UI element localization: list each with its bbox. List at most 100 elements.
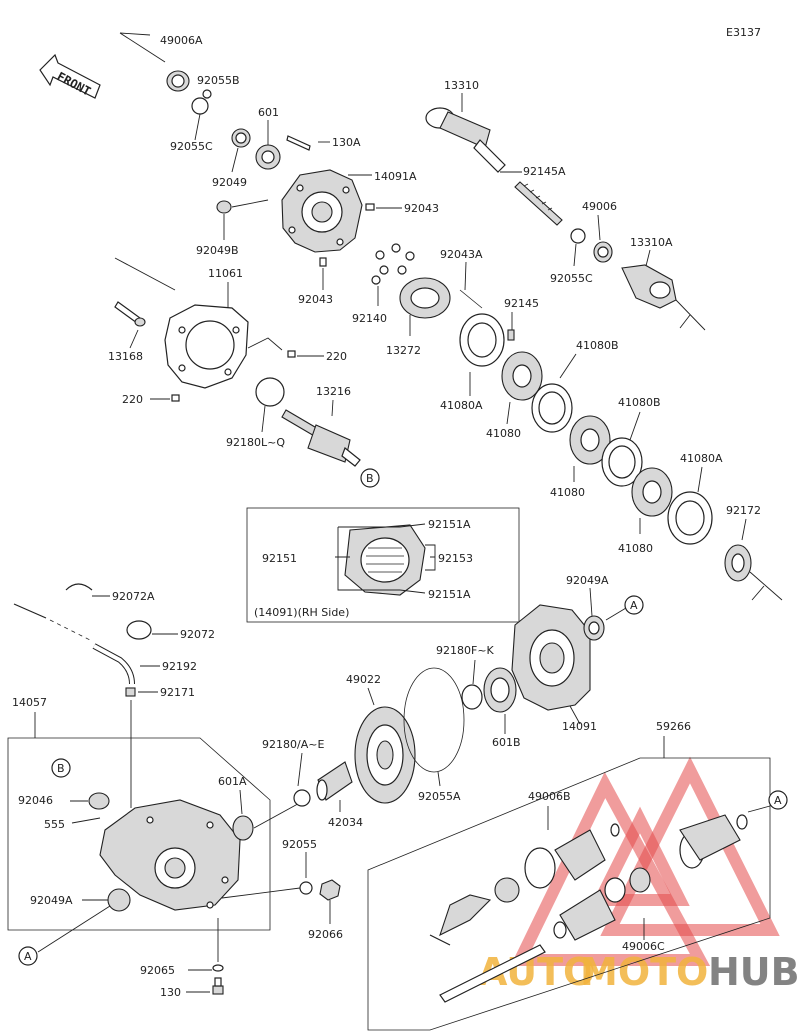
washer-92065[interactable]	[212, 964, 224, 972]
gasket-11061[interactable]	[164, 304, 249, 389]
spline-42034[interactable]	[316, 761, 353, 801]
label-92172: 92172	[726, 504, 761, 517]
seal-49006[interactable]	[593, 241, 613, 263]
o-ring-92180LQ[interactable]	[255, 377, 285, 407]
housing-group-frame	[7, 737, 271, 931]
bearing-601[interactable]	[255, 144, 281, 170]
label-92151: 92151	[262, 552, 297, 565]
bearing-92049[interactable]	[231, 128, 251, 148]
axle-group-frame	[367, 757, 771, 1031]
label-92153: 92153	[438, 552, 473, 565]
label-13310A: 13310A	[630, 236, 673, 249]
plug-220-b[interactable]	[171, 394, 180, 402]
label-92043-b: 92043	[298, 293, 333, 306]
balls-92140[interactable]	[371, 243, 415, 285]
plate-41080A-b[interactable]	[667, 491, 713, 545]
watermark-hub: HUB	[708, 950, 800, 994]
label-13310: 13310	[444, 79, 479, 92]
label-49022: 49022	[346, 673, 381, 686]
bearing-92046[interactable]	[88, 792, 110, 810]
label-14091A: 14091A	[374, 170, 417, 183]
clamp-92072A[interactable]	[65, 583, 93, 591]
plate-41080A-a[interactable]	[459, 313, 505, 367]
callout-b-shaft	[360, 468, 380, 488]
label-13272: 13272	[386, 344, 421, 357]
clamp-92072[interactable]	[126, 620, 152, 640]
seal-92049A-housing[interactable]	[107, 888, 131, 912]
plug-92066[interactable]	[319, 879, 341, 901]
disc-41080-c[interactable]	[631, 467, 673, 517]
label-49006C: 49006C	[622, 940, 665, 953]
pinion-gear-13216[interactable]	[281, 409, 361, 467]
label-92180FK: 92180F~K	[436, 644, 495, 657]
label-92043A: 92043A	[440, 248, 483, 261]
label-92049B: 92049B	[196, 244, 239, 257]
plate-41080B-b[interactable]	[601, 437, 643, 487]
label-601B: 601B	[492, 736, 521, 749]
o-ring-92055C-b[interactable]	[570, 228, 586, 244]
shim-92180AE[interactable]	[293, 789, 311, 807]
hose-92192[interactable]	[13, 603, 135, 685]
label-130A: 130A	[332, 136, 361, 149]
plate-41080B-a[interactable]	[531, 383, 573, 433]
dowel-92043-b[interactable]	[319, 257, 327, 267]
bolt-130A[interactable]	[286, 135, 311, 151]
plate-13272[interactable]	[399, 277, 451, 319]
spring-92145A[interactable]	[514, 181, 563, 226]
label-92072: 92072	[180, 628, 215, 641]
fitting-92171[interactable]	[125, 687, 136, 697]
cover-14091A[interactable]	[281, 169, 363, 253]
callout-b-shaft-label: B	[366, 472, 374, 485]
seal-92172[interactable]	[724, 544, 752, 582]
callout-b-housing-label: B	[57, 762, 65, 775]
shaft-13168[interactable]	[114, 301, 146, 327]
housing-14057[interactable]	[99, 799, 241, 911]
label-41080-a: 41080	[486, 427, 521, 440]
seal-92049A[interactable]	[583, 615, 605, 641]
label-41080-b: 41080	[550, 486, 585, 499]
label-92145A: 92145A	[523, 165, 566, 178]
label-92140: 92140	[352, 312, 387, 325]
bearing-601B[interactable]	[483, 667, 517, 713]
plug-220-a[interactable]	[287, 350, 296, 358]
joint-13310A[interactable]	[621, 264, 677, 309]
label-14091: 14091	[562, 720, 597, 733]
joint-13310[interactable]	[425, 107, 506, 173]
label-601A: 601A	[218, 775, 247, 788]
o-ring-92055B[interactable]	[202, 89, 212, 99]
label-49006A: 49006A	[160, 34, 203, 47]
disc-41080-a[interactable]	[501, 351, 543, 401]
label-92055C: 92055C	[170, 140, 213, 153]
dowel-92043-a[interactable]	[365, 203, 375, 211]
seal-92049B[interactable]	[216, 200, 232, 214]
o-ring-92055C[interactable]	[191, 97, 209, 115]
axle-59266[interactable]	[429, 814, 748, 1003]
label-92046: 92046	[18, 794, 53, 807]
ring-gear-49022[interactable]	[354, 706, 416, 804]
callout-a-housing-label: A	[24, 950, 32, 963]
label-92055: 92055	[282, 838, 317, 851]
label-92180LQ: 92180L~Q	[226, 436, 285, 449]
pin-92043A[interactable]	[459, 289, 483, 309]
case-14091[interactable]	[511, 604, 591, 711]
shim-92180FK[interactable]	[461, 684, 483, 710]
label-130: 130	[160, 986, 181, 999]
label-49006: 49006	[582, 200, 617, 213]
oil-seal-49006A[interactable]	[166, 70, 190, 92]
bearing-601A[interactable]	[232, 815, 254, 841]
callout-a-axle	[768, 790, 788, 810]
spring-92145[interactable]	[507, 329, 515, 341]
label-41080-c: 41080	[618, 542, 653, 555]
label-92055A: 92055A	[418, 790, 461, 803]
o-ring-92055A[interactable]	[403, 667, 465, 773]
label-11061: 11061	[208, 267, 243, 280]
label-92180AE: 92180/A~E	[262, 738, 324, 751]
label-92049: 92049	[212, 176, 247, 189]
label-92065: 92065	[140, 964, 175, 977]
label-92171: 92171	[160, 686, 195, 699]
cover-rh-side-drawing[interactable]	[344, 524, 426, 596]
bolt-130[interactable]	[212, 977, 224, 995]
disc-41080-b[interactable]	[569, 415, 611, 465]
o-ring-92055[interactable]	[299, 881, 313, 895]
